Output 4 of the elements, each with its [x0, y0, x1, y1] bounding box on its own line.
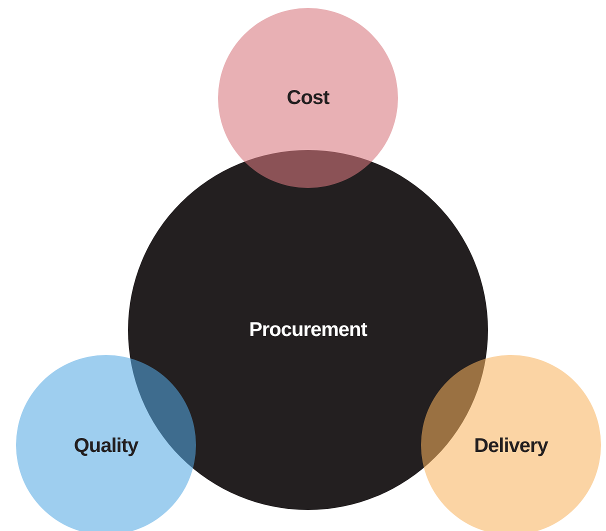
circle-label: Quality	[74, 434, 138, 458]
circle-label: Delivery	[474, 434, 548, 458]
circle-label: Cost	[286, 86, 330, 110]
circle-label: Procurement	[249, 318, 367, 342]
